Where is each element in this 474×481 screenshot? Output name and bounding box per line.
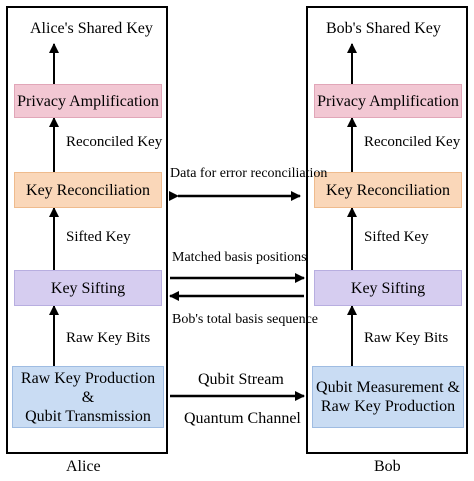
alice-name: Alice (66, 458, 101, 475)
alice-raw-box-line2: Qubit Transmission (25, 407, 151, 425)
alice-sifted-key-label: Sifted Key (66, 229, 131, 245)
alice-reconciled-key-label: Reconciled Key (66, 134, 163, 150)
alice-key-sifting-box: Key Sifting (14, 270, 162, 306)
alice-raw-key-production-box: Raw Key Production & Qubit Transmission (12, 366, 164, 428)
bob-qubit-measurement-box: Qubit Measurement & Raw Key Production (312, 366, 464, 428)
matched-basis-label: Matched basis positions (172, 250, 307, 265)
alice-privacy-amplification-box: Privacy Amplification (14, 84, 162, 118)
alice-shared-key-title: Alice's Shared Key (30, 20, 153, 37)
bob-reconciled-key-label: Reconciled Key (364, 134, 461, 150)
alice-key-reconciliation-box: Key Reconciliation (14, 172, 162, 208)
bob-raw-box-line1: Qubit Measurement & (316, 379, 460, 396)
error-reconciliation-label: Data for error reconciliation (170, 166, 328, 181)
bob-name: Bob (374, 458, 401, 475)
bob-key-reconciliation-box: Key Reconciliation (314, 172, 462, 208)
bob-shared-key-title: Bob's Shared Key (326, 20, 441, 37)
alice-raw-key-bits-label: Raw Key Bits (66, 330, 151, 346)
bob-sifted-key-label: Sifted Key (364, 229, 429, 245)
alice-raw-box-line1: Raw Key Production & (20, 369, 156, 406)
qubit-stream-label: Qubit Stream (198, 371, 284, 388)
quantum-channel-label: Quantum Channel (184, 410, 301, 427)
bob-raw-key-bits-label: Raw Key Bits (364, 330, 449, 346)
bob-raw-box-line2: Raw Key Production (320, 398, 456, 415)
bob-basis-label: Bob's total basis sequence (172, 312, 318, 327)
bob-key-sifting-box: Key Sifting (314, 270, 462, 306)
bob-privacy-amplification-box: Privacy Amplification (314, 84, 462, 118)
